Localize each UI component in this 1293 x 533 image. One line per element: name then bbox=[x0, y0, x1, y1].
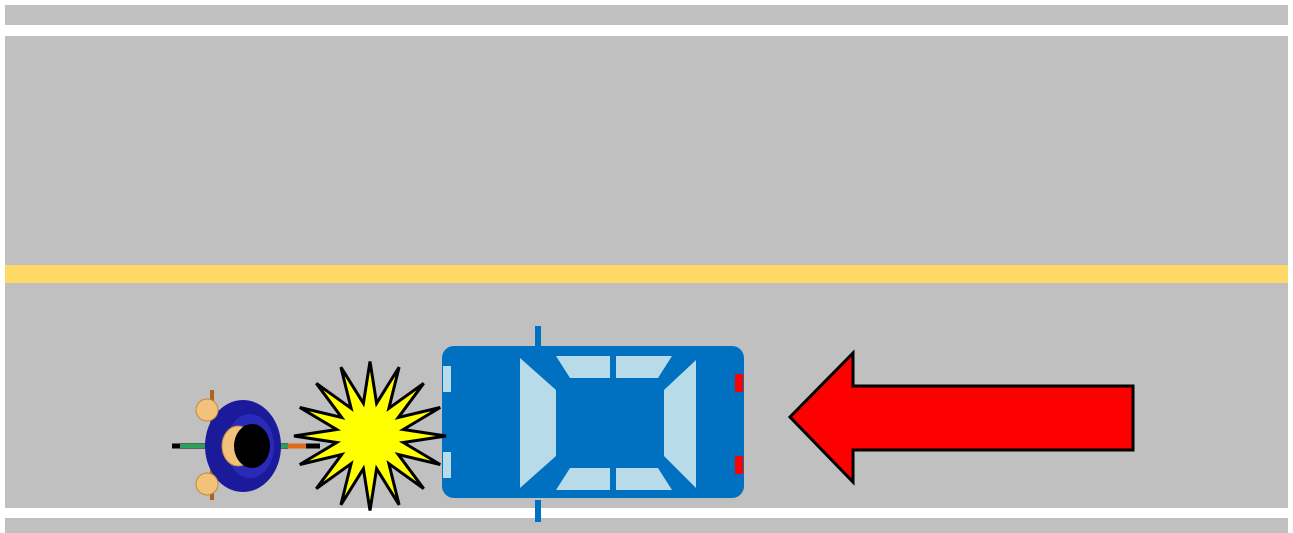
bicyclist-top-view-icon bbox=[172, 390, 320, 500]
car-roof bbox=[562, 392, 658, 456]
center-line bbox=[5, 265, 1288, 283]
car-tail-light-top bbox=[735, 374, 743, 392]
top-road-edge-strip bbox=[5, 5, 1288, 25]
cyclist-hand-top bbox=[195, 398, 219, 422]
car-rear-window bbox=[664, 360, 696, 488]
direction-arrow-left-icon bbox=[787, 349, 1135, 486]
car-windshield bbox=[520, 358, 556, 488]
bottom-road-edge-strip bbox=[5, 518, 1288, 533]
car-top-view-icon bbox=[442, 326, 744, 522]
cyclist-helmet bbox=[234, 424, 270, 468]
collision-burst-icon bbox=[293, 361, 447, 511]
cyclist-hand-bottom bbox=[195, 472, 219, 496]
car-tail-light-bottom bbox=[735, 456, 743, 474]
